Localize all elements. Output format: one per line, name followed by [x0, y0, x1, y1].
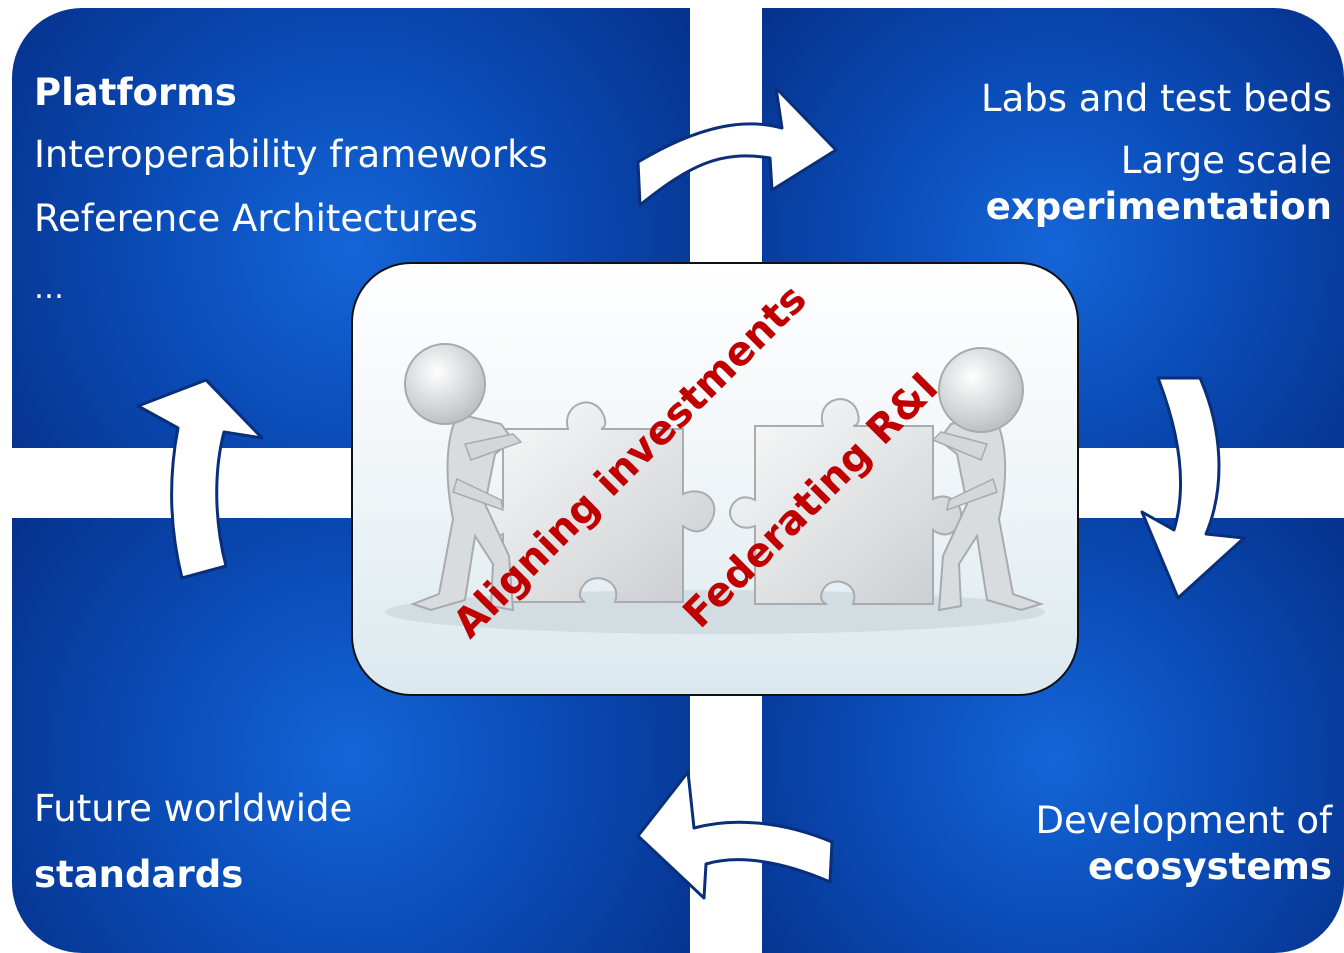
labs-test-beds-text: Labs and test beds	[980, 77, 1332, 120]
platforms-heading: Platforms	[34, 71, 237, 114]
experimentation-text: experimentation	[985, 185, 1332, 228]
aligning-investments-label: Aligning investments	[445, 276, 816, 647]
future-worldwide-text: Future worldwide	[34, 787, 353, 830]
interoperability-frameworks-text: Interoperability frameworks	[34, 133, 548, 176]
standards-text: standards	[34, 853, 244, 896]
ecosystems-text: ecosystems	[1088, 845, 1332, 888]
arrow-up-icon	[136, 378, 264, 580]
center-illustration-box	[351, 262, 1079, 696]
large-scale-text: Large scale	[1120, 139, 1332, 182]
arrow-left-icon	[636, 770, 834, 900]
puzzle-people-illustration	[385, 343, 1045, 634]
reference-architectures-text: Reference Architectures	[34, 197, 478, 240]
ellipsis-text: …	[34, 271, 64, 306]
arrow-down-icon	[1140, 376, 1246, 600]
right-person	[931, 347, 1045, 612]
arrow-right-icon	[636, 86, 838, 207]
left-person	[404, 343, 523, 612]
development-of-text: Development of	[1035, 799, 1332, 842]
right-puzzle-piece	[729, 398, 962, 605]
